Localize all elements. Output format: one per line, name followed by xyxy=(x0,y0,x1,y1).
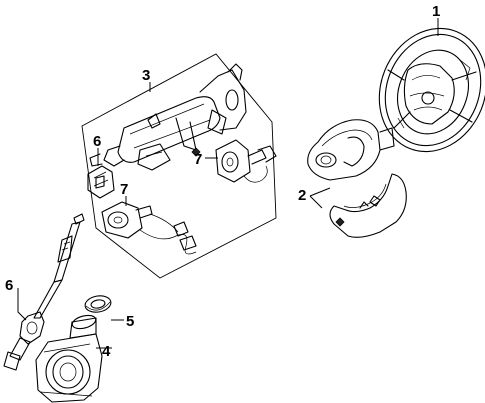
column-boot-seal xyxy=(35,314,103,403)
callout-6-upper: 6 xyxy=(93,133,101,150)
column-assembly-frame xyxy=(81,53,277,279)
callout-6-lower: 6 xyxy=(5,277,13,294)
callout-leader-6-lower xyxy=(17,288,27,321)
airbag-cover xyxy=(329,173,407,238)
upper-motor-part xyxy=(215,139,277,183)
callout-5: 5 xyxy=(126,313,134,330)
callout-3: 3 xyxy=(142,67,150,84)
airbag-module xyxy=(307,119,395,181)
lower-motor-part xyxy=(101,201,197,255)
callout-1: 1 xyxy=(432,3,440,20)
steering-wheel xyxy=(378,27,485,153)
intermediate-shaft xyxy=(3,213,85,371)
callout-2: 2 xyxy=(298,187,306,204)
steering-column-body xyxy=(89,63,247,171)
bearing-ring xyxy=(84,295,112,313)
upper-switch-part xyxy=(87,165,115,199)
callout-leader-2 xyxy=(309,187,331,209)
callout-7-lower: 7 xyxy=(120,181,128,198)
callout-7-upper: 7 xyxy=(194,151,202,168)
callout-4: 4 xyxy=(102,343,111,360)
